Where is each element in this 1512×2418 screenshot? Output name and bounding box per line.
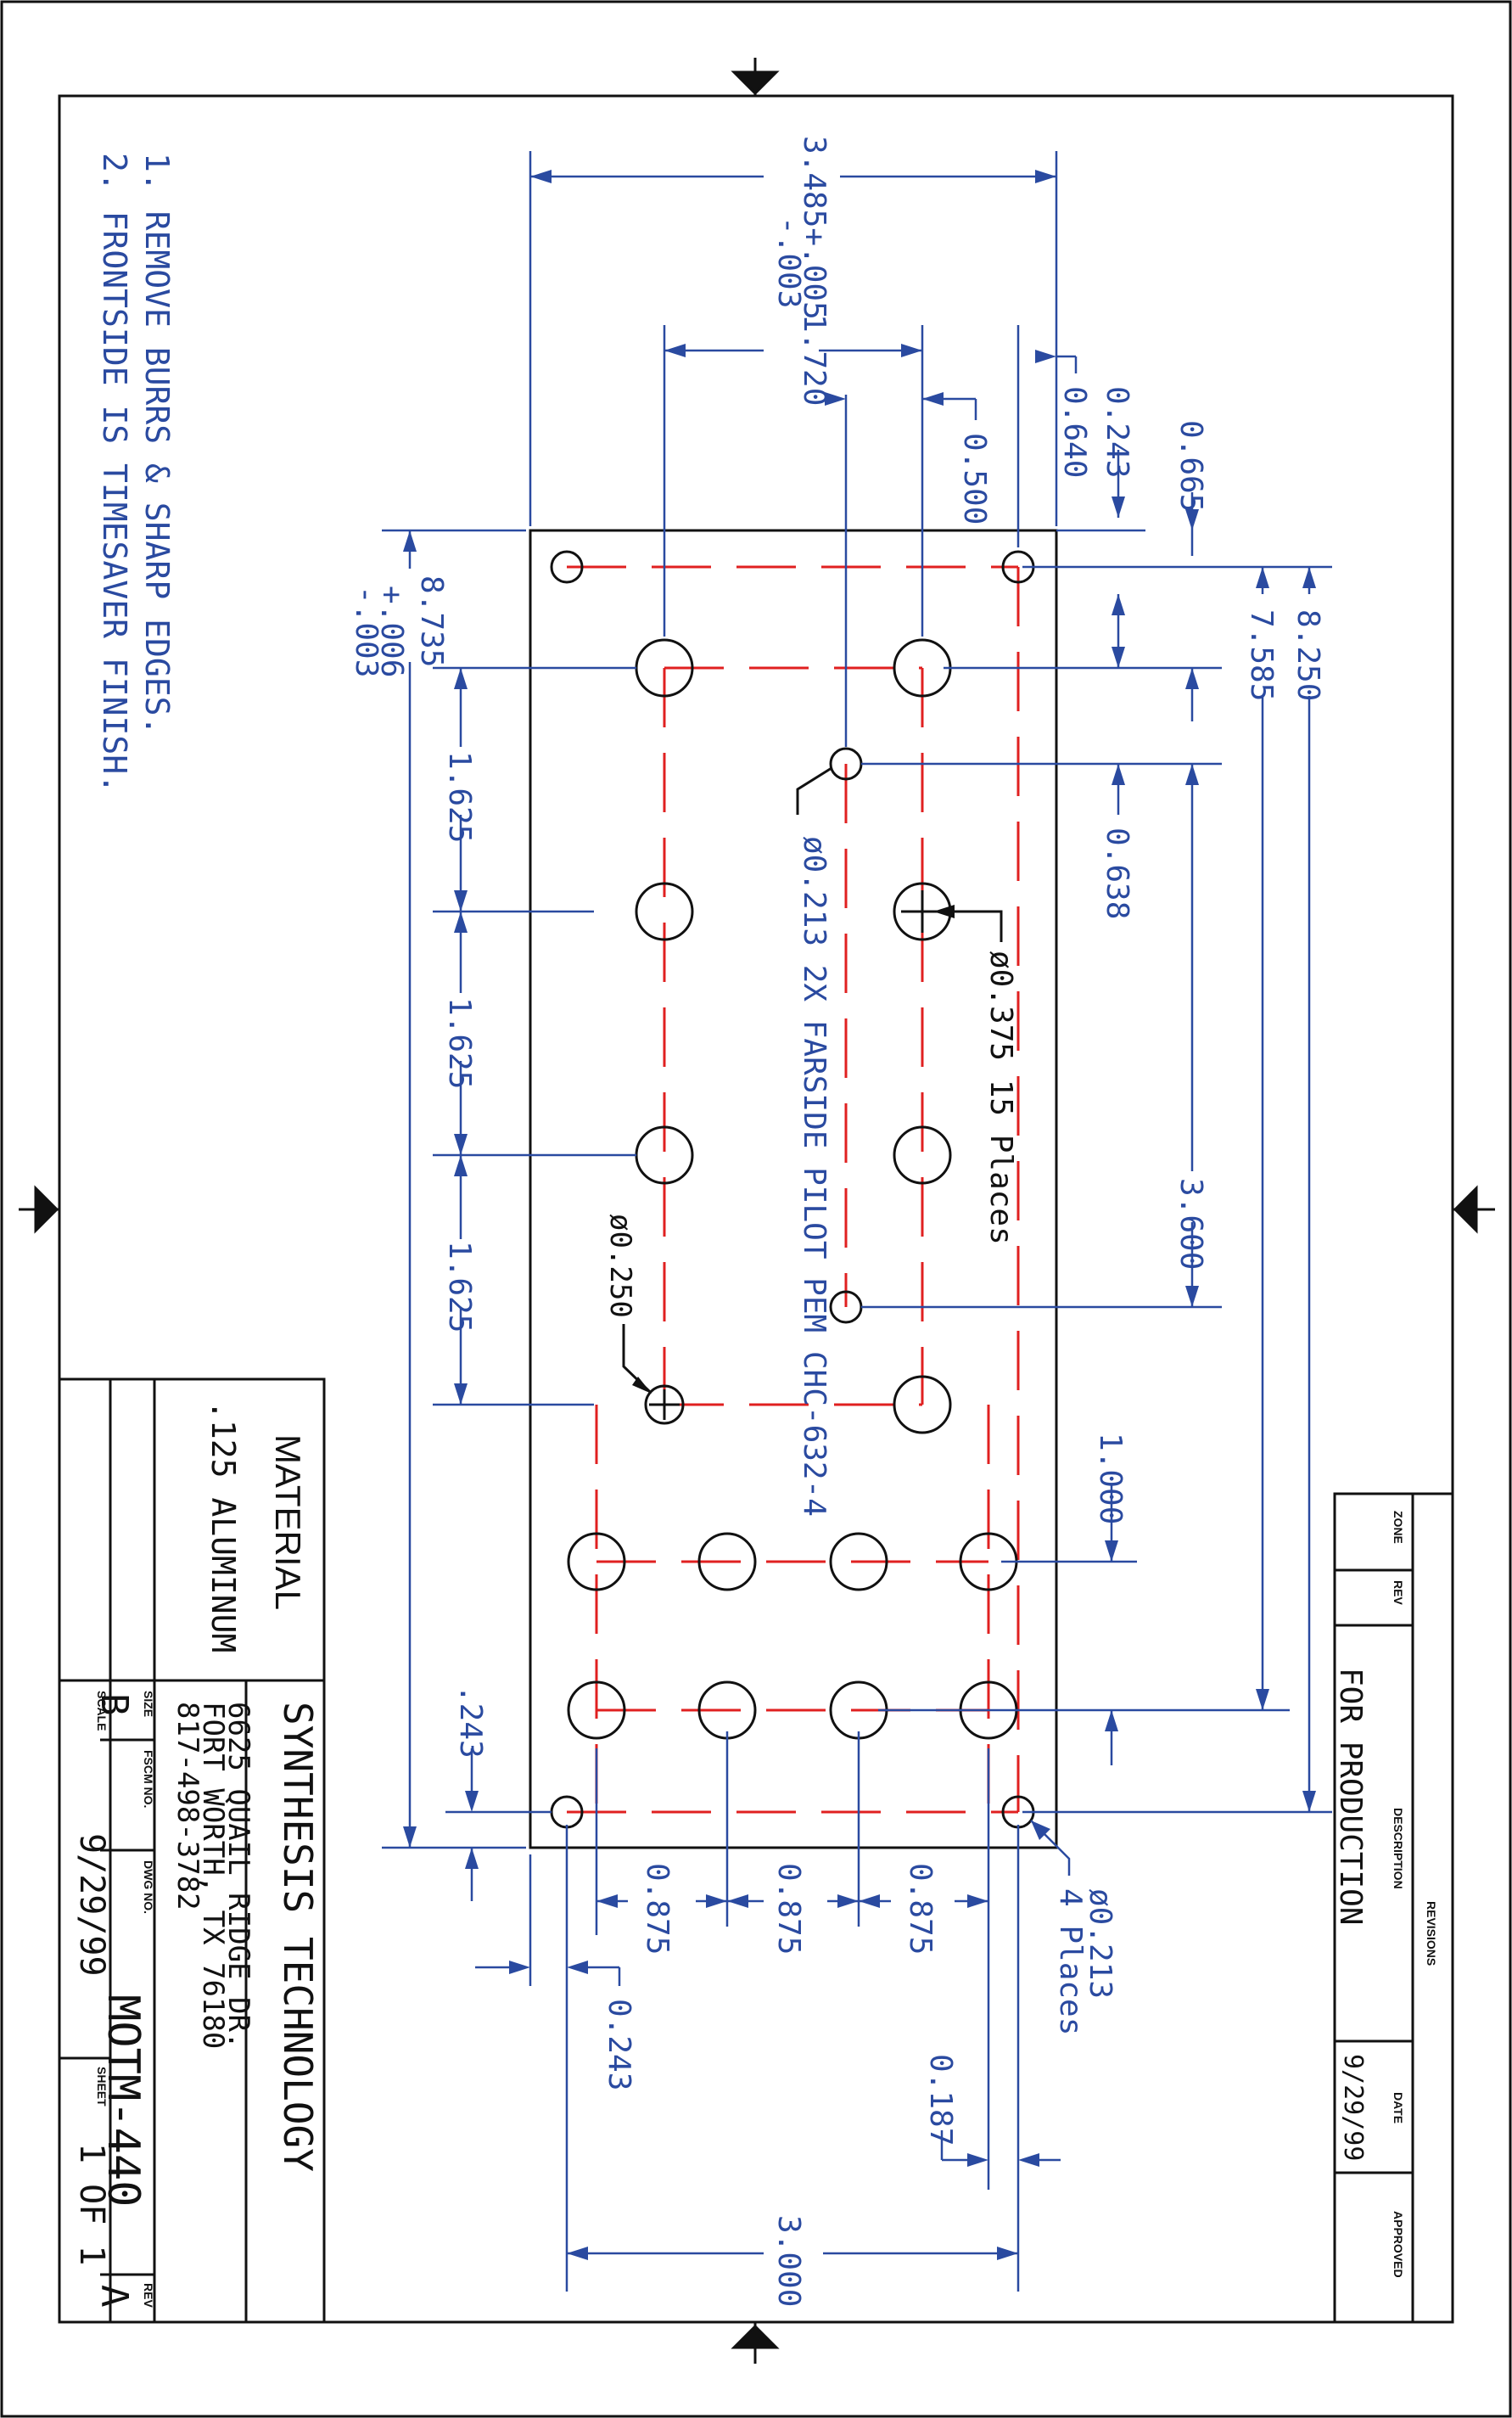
dim-length-tol-plus: +.006 <box>374 586 409 677</box>
fscm-label: FSCM NO. <box>142 1750 155 1808</box>
callout-hole-250: ø0.250 <box>603 1214 637 1318</box>
corner-hole <box>550 550 584 584</box>
dim-8-250: 8.250 <box>1291 609 1325 701</box>
callout-corner-holes-2: 4 Places <box>1053 1888 1088 2035</box>
hole-375 <box>567 1532 626 1591</box>
address-line-1: 6625 QUAIL RIDGE DR. <box>221 1702 255 2049</box>
dim-1-000: 1.000 <box>1093 1433 1128 1524</box>
dim-0-665: 0.665 <box>1173 420 1208 512</box>
dimension-lines <box>382 151 1332 2292</box>
dwg-label: DWG NO. <box>142 1860 155 1914</box>
hole-375 <box>635 882 694 941</box>
dim-0-243-top: 0.243 <box>1100 386 1134 478</box>
dim-1-625-a: 1.625 <box>442 751 477 843</box>
part-outline <box>529 529 1058 1849</box>
dim-0-875-b: 0.875 <box>771 1863 806 1955</box>
revisions-description-value: FOR PRODUCTION <box>1333 1668 1368 1925</box>
dim-1-625-b: 1.625 <box>442 997 477 1089</box>
dim-243-left: .243 <box>453 1685 488 1759</box>
dim-width-overall-tol: -.003 <box>771 216 806 308</box>
dim-0-640: 0.640 <box>1057 386 1092 478</box>
material-value: .125 ALUMINUM <box>204 1400 242 1652</box>
sheet-label: SHEET <box>95 2067 109 2107</box>
drawing-date: 9/29/99 <box>72 1833 111 1977</box>
dim-length-overall: 8.735 <box>414 575 449 667</box>
hole-250 <box>644 1384 685 1425</box>
revisions-zone-label: ZONE <box>1392 1511 1405 1544</box>
callout-corner-holes-1: ø0.213 <box>1083 1888 1117 1999</box>
dim-length-tol-minus: -.003 <box>349 586 384 677</box>
hole-375 <box>567 1680 626 1740</box>
revisions-description-label: DESCRIPTION <box>1392 1808 1405 1889</box>
dimension-arrows <box>403 170 1316 2260</box>
rev-label: REV <box>142 2283 155 2308</box>
dim-0-875-a: 0.875 <box>640 1863 675 1955</box>
hole-375 <box>893 1125 952 1185</box>
sheet-value: 1 OF 1 <box>72 2143 111 2266</box>
note-line-2: 2. FRONTSIDE IS TIMESAVER FINISH. <box>96 153 133 794</box>
revisions-rev-label: REV <box>1392 1580 1405 1605</box>
dim-0-638: 0.638 <box>1100 828 1134 919</box>
revisions-date-value: 9/29/99 <box>1338 2054 1368 2161</box>
dim-0-500: 0.500 <box>957 433 992 525</box>
hole-375 <box>697 1532 757 1591</box>
size-label: SIZE <box>142 1691 155 1717</box>
rev-value: A <box>92 2285 136 2308</box>
holes <box>550 550 1035 1829</box>
address-line-2: FORT WORTH, TX 76180 <box>196 1702 230 2049</box>
note-line-1: 1. REMOVE BURRS & SHARP EDGES. <box>138 153 176 735</box>
dim-0-875-c: 0.875 <box>903 1863 938 1955</box>
centerlines <box>567 565 1020 1814</box>
dimension-labels: 3.485+.005 -.003 1.720 0.640 0.500 0.243… <box>349 136 1325 2307</box>
dim-7-585: 7.585 <box>1244 609 1279 701</box>
revisions-date-label: DATE <box>1392 2092 1405 2123</box>
dim-0-187: 0.187 <box>923 2054 958 2146</box>
callout-pem: ø0.213 2X FARSIDE PILOT PEM CHC-632-4 <box>797 836 832 1517</box>
centering-marks <box>19 58 1495 2364</box>
scale-label: SCALE <box>95 1691 109 1731</box>
sheet-inner-border <box>58 94 1454 2324</box>
dim-1-625-c: 1.625 <box>442 1241 477 1332</box>
dim-1-720: 1.720 <box>797 314 832 406</box>
size-value: B <box>92 1693 136 1716</box>
dim-3-000: 3.000 <box>771 2215 806 2307</box>
dwg-number: MOTM-440 <box>98 1994 148 2207</box>
material-title: MATERIAL <box>268 1434 308 1610</box>
revisions-block <box>1333 1492 1454 2324</box>
revisions-approved-label: APPROVED <box>1392 2211 1405 2278</box>
company-name: SYNTHESIS TECHNOLOGY <box>275 1702 321 2172</box>
dim-width-overall: 3.485+.005 <box>797 136 832 320</box>
dim-0-243-bottom: 0.243 <box>602 1999 636 2090</box>
hole-375 <box>893 1375 952 1434</box>
title-block <box>58 1377 326 2324</box>
revisions-title: REVISIONS <box>1425 1901 1438 1966</box>
callout-holes-375: ø0.375 15 Places <box>983 951 1018 1245</box>
hole-375 <box>829 1532 888 1591</box>
dim-3-600: 3.600 <box>1173 1178 1208 1270</box>
phone-number: 817-498-3782 <box>171 1702 204 1910</box>
